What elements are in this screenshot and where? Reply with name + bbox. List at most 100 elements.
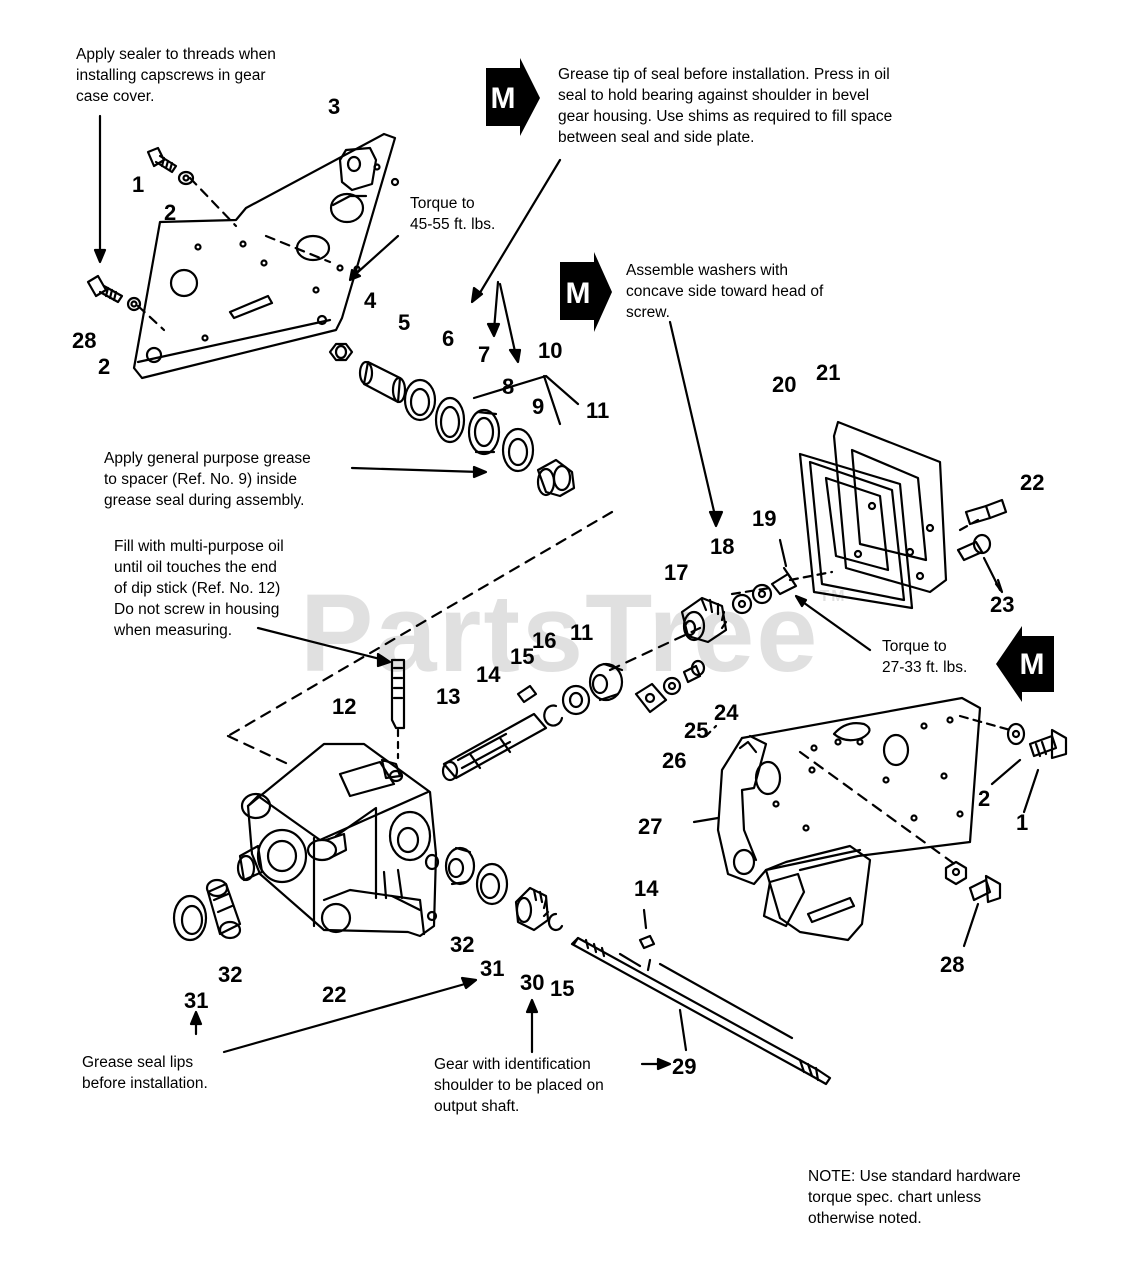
- plug-22-top: [964, 498, 1008, 526]
- callout: 3: [328, 94, 340, 119]
- callout: 23: [990, 592, 1014, 617]
- seal-31-right: [475, 862, 509, 906]
- side-plate-27: [716, 696, 982, 942]
- callout: 8: [502, 374, 514, 399]
- callout: 9: [532, 394, 544, 419]
- note-gear-id: Gear with identification shoulder to be …: [434, 1056, 604, 1115]
- note-sealer: Apply sealer to threads when installing …: [76, 46, 276, 105]
- callout: 2: [98, 354, 110, 379]
- note-standard-hardware: NOTE: Use standard hardware torque spec.…: [808, 1168, 1021, 1227]
- callout: 25: [684, 718, 708, 743]
- callout: 2: [164, 200, 176, 225]
- snap-ring-15: [543, 704, 564, 727]
- note-grease-tip: Grease tip of seal before installation. …: [558, 66, 893, 146]
- callout: 18: [710, 534, 734, 559]
- shaft-13: [441, 712, 548, 782]
- callout: 24: [714, 700, 739, 725]
- bearing-11-mid: [588, 662, 624, 702]
- callout: 32: [218, 962, 242, 987]
- screw-23: [956, 533, 992, 562]
- callout: 31: [480, 956, 504, 981]
- seal-6: [403, 378, 437, 422]
- callout: 22: [1020, 470, 1044, 495]
- capscrew-1-right: [1028, 728, 1068, 760]
- watermark: PartsTreeTM: [300, 570, 847, 697]
- bearing-32-left: [205, 878, 242, 940]
- callout: 16: [532, 628, 556, 653]
- gear-17: [680, 596, 728, 644]
- callout: 1: [132, 172, 144, 197]
- gear-case-cover-plate: [132, 132, 400, 380]
- gear-30: [514, 886, 550, 932]
- callout: 11: [570, 620, 593, 645]
- dipstick-12: [390, 658, 406, 730]
- m-badge-middle: M: [560, 252, 612, 332]
- callout: 22: [322, 982, 346, 1007]
- m-badge-right: M: [996, 626, 1054, 702]
- washer-16: [561, 684, 591, 716]
- callout: 17: [664, 560, 688, 585]
- callout: 6: [442, 326, 454, 351]
- note-torque-27: Torque to 27-33 ft. lbs.: [882, 638, 968, 676]
- callout: 1: [1016, 810, 1028, 835]
- gear-11-top: [536, 458, 576, 498]
- bearing-8: [467, 408, 501, 456]
- callout: 28: [940, 952, 964, 977]
- callout: 31: [184, 988, 208, 1013]
- watermark-tm: TM: [819, 588, 847, 605]
- key-14: [516, 684, 538, 704]
- note-fill-oil: Fill with multi-purpose oil until oil to…: [114, 538, 284, 639]
- callout: 30: [520, 970, 544, 995]
- nut-4: [328, 342, 354, 362]
- callout: 32: [450, 932, 474, 957]
- square-nut-26: [634, 682, 668, 714]
- callout: 4: [364, 288, 377, 313]
- svg-text:M: M: [491, 82, 516, 115]
- washer-25: [662, 676, 682, 696]
- callout: 27: [638, 814, 662, 839]
- screw-24: [682, 659, 706, 684]
- seal-31-left: [172, 894, 208, 942]
- callout: 2: [978, 786, 990, 811]
- gasket-20: [798, 452, 914, 610]
- note-grease-lips: Grease seal lips before installation.: [82, 1054, 208, 1092]
- gear-housing-22: [236, 742, 440, 938]
- capscrew-28-right: [968, 874, 1002, 904]
- callout-numbers: 1 2 3 28 2 4 5 6 7 8 10 9 11 20 21 22 19…: [72, 94, 1044, 1079]
- svg-text:M: M: [566, 277, 591, 310]
- callout: 29: [672, 1054, 696, 1079]
- spacer-9: [501, 427, 535, 473]
- callout: 15: [510, 644, 534, 669]
- spacer-5: [358, 360, 407, 404]
- watermark-text: PartsTree: [300, 572, 820, 695]
- note-general-grease: Apply general purpose grease to spacer (…: [104, 450, 311, 509]
- svg-text:M: M: [1020, 648, 1045, 681]
- callout: 21: [816, 360, 840, 385]
- callout: 13: [436, 684, 460, 709]
- callout: 7: [478, 342, 490, 367]
- callout: 20: [772, 372, 796, 397]
- bearing-32-right: [444, 846, 476, 886]
- callout: 28: [72, 328, 96, 353]
- note-torque-45: Torque to 45-55 ft. lbs.: [410, 195, 496, 233]
- washers-18: [731, 583, 773, 615]
- washer-2-right: [1006, 722, 1026, 746]
- bolt-19: [770, 566, 798, 596]
- cover-plate-21: [832, 420, 948, 594]
- shim-7: [434, 396, 466, 444]
- callout: 26: [662, 748, 686, 773]
- callout: 19: [752, 506, 776, 531]
- callout: 15: [550, 976, 574, 1001]
- capscrew-1-top: [146, 146, 195, 186]
- callout: 14: [476, 662, 501, 687]
- callout: 12: [332, 694, 356, 719]
- m-badge-top: M: [486, 58, 540, 136]
- capscrew-28-left: [86, 274, 142, 312]
- note-washers: Assemble washers with concave side towar…: [626, 262, 824, 321]
- washer-2-lower: [944, 860, 968, 886]
- callout: 11: [586, 398, 609, 423]
- callout: 5: [398, 310, 410, 335]
- output-shaft-29: [570, 936, 832, 1086]
- callout: 10: [538, 338, 562, 363]
